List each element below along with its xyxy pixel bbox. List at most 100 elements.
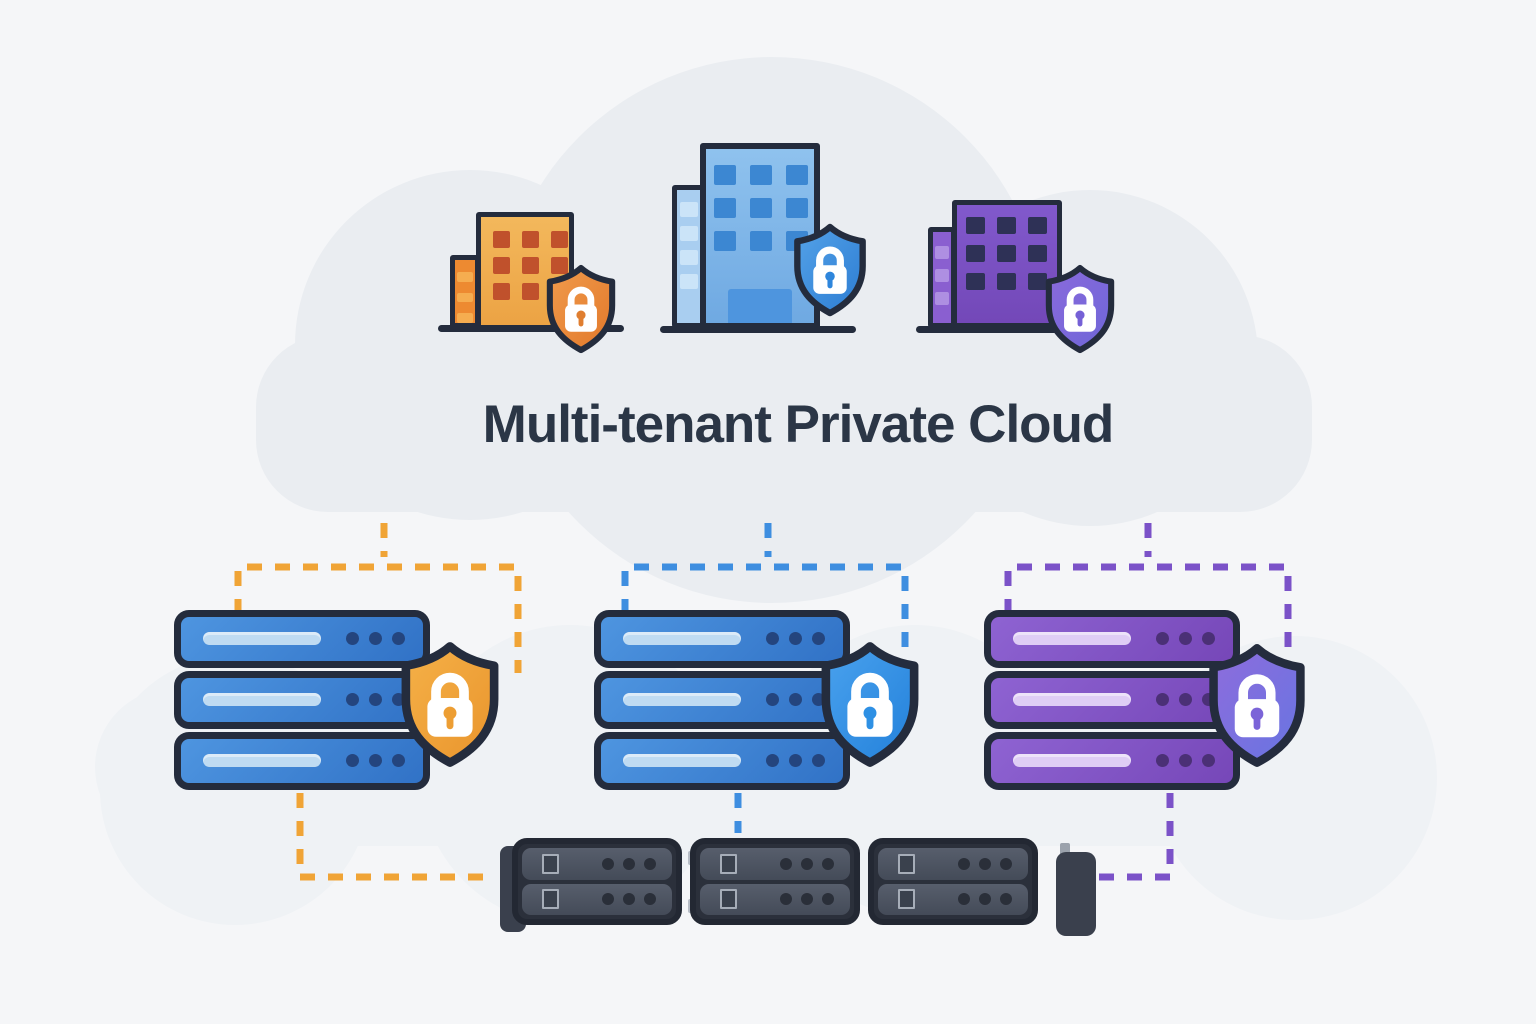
led-indicator bbox=[369, 754, 382, 767]
led-indicator bbox=[1156, 754, 1169, 767]
purple-security-shield-lock-icon bbox=[1045, 264, 1115, 354]
blue-building-groundline bbox=[660, 326, 856, 333]
building-window bbox=[714, 198, 736, 218]
led-indicator bbox=[812, 754, 825, 767]
blue-annex-windows bbox=[677, 190, 701, 323]
orange-annex-windows bbox=[455, 260, 475, 324]
building-window bbox=[935, 292, 949, 305]
rack-module bbox=[690, 838, 860, 925]
rack-leds bbox=[602, 857, 656, 870]
server-unit bbox=[594, 732, 850, 790]
led-indicator bbox=[369, 632, 382, 645]
building-window bbox=[935, 246, 949, 259]
building-window bbox=[750, 165, 772, 185]
led-indicator bbox=[789, 754, 802, 767]
building-window bbox=[750, 231, 772, 251]
building-window bbox=[522, 257, 539, 274]
led-indicator bbox=[1156, 693, 1169, 706]
purple-security-shield-lock-icon bbox=[1209, 644, 1305, 767]
led-indicator bbox=[1179, 754, 1192, 767]
led-indicator bbox=[789, 693, 802, 706]
building-window bbox=[966, 273, 985, 290]
building-window bbox=[522, 231, 539, 248]
led-indicator bbox=[958, 857, 970, 870]
server-leds bbox=[346, 632, 405, 645]
building-window bbox=[1028, 217, 1047, 234]
shared-physical-server-rack bbox=[512, 838, 1038, 925]
building-window bbox=[714, 231, 736, 251]
server-unit bbox=[174, 671, 430, 729]
rack-unit bbox=[522, 883, 672, 915]
building-window bbox=[551, 257, 568, 274]
building-window bbox=[680, 202, 698, 217]
building-window bbox=[786, 198, 808, 218]
rack-drive-bay bbox=[542, 889, 559, 910]
led-indicator bbox=[392, 632, 405, 645]
led-indicator bbox=[623, 857, 635, 870]
rack-drive-bay bbox=[720, 853, 737, 874]
rack-leds bbox=[958, 857, 1012, 870]
rack-drive-bay bbox=[898, 889, 915, 910]
building-window bbox=[493, 283, 510, 300]
blue-security-shield-lock-icon bbox=[794, 223, 866, 317]
orange-tenant-server-stack bbox=[174, 610, 430, 790]
server-drive-slot bbox=[1013, 754, 1131, 767]
led-indicator bbox=[780, 893, 792, 906]
building-window bbox=[493, 231, 510, 248]
server-unit bbox=[594, 671, 850, 729]
led-indicator bbox=[1156, 632, 1169, 645]
rack-module bbox=[868, 838, 1038, 925]
server-drive-slot bbox=[623, 632, 741, 645]
building-window bbox=[997, 273, 1016, 290]
rack-leds bbox=[780, 857, 834, 870]
server-leds bbox=[1156, 632, 1215, 645]
led-indicator bbox=[623, 893, 635, 906]
building-window bbox=[457, 272, 473, 282]
purple-tenant-server-stack bbox=[984, 610, 1240, 790]
server-unit bbox=[984, 732, 1240, 790]
led-indicator bbox=[644, 857, 656, 870]
rack-unit bbox=[700, 848, 850, 880]
led-indicator bbox=[979, 857, 991, 870]
rack-clip bbox=[1060, 843, 1070, 855]
led-indicator bbox=[1179, 632, 1192, 645]
led-indicator bbox=[766, 754, 779, 767]
led-indicator bbox=[766, 632, 779, 645]
rack-unit bbox=[700, 883, 850, 915]
led-indicator bbox=[369, 693, 382, 706]
building-window bbox=[714, 165, 736, 185]
led-indicator bbox=[789, 632, 802, 645]
diagram-title: Multi-tenant Private Cloud bbox=[482, 395, 1115, 454]
led-indicator bbox=[979, 893, 991, 906]
led-indicator bbox=[1179, 693, 1192, 706]
purple-building-groundline bbox=[916, 326, 1064, 333]
rack-drive-bay bbox=[898, 853, 915, 874]
rack-module bbox=[512, 838, 682, 925]
building-window bbox=[935, 269, 949, 282]
purple-office-building-icon bbox=[952, 200, 1062, 328]
server-drive-slot bbox=[1013, 693, 1131, 706]
building-window bbox=[966, 245, 985, 262]
server-leds bbox=[346, 754, 405, 767]
led-indicator bbox=[644, 893, 656, 906]
building-window bbox=[551, 231, 568, 248]
led-indicator bbox=[801, 893, 813, 906]
led-indicator bbox=[1000, 893, 1012, 906]
purple-annex-windows bbox=[933, 232, 951, 323]
building-window bbox=[522, 283, 539, 300]
server-drive-slot bbox=[203, 632, 321, 645]
led-indicator bbox=[766, 693, 779, 706]
rack-drive-bay bbox=[720, 889, 737, 910]
building-window bbox=[966, 217, 985, 234]
led-indicator bbox=[346, 754, 359, 767]
building-window bbox=[680, 226, 698, 241]
building-window bbox=[1028, 245, 1047, 262]
led-indicator bbox=[1202, 632, 1215, 645]
building-window bbox=[457, 292, 473, 303]
server-unit bbox=[174, 610, 430, 668]
server-unit bbox=[984, 671, 1240, 729]
rack-leds bbox=[958, 893, 1012, 906]
led-indicator bbox=[346, 693, 359, 706]
building-window bbox=[457, 313, 473, 324]
